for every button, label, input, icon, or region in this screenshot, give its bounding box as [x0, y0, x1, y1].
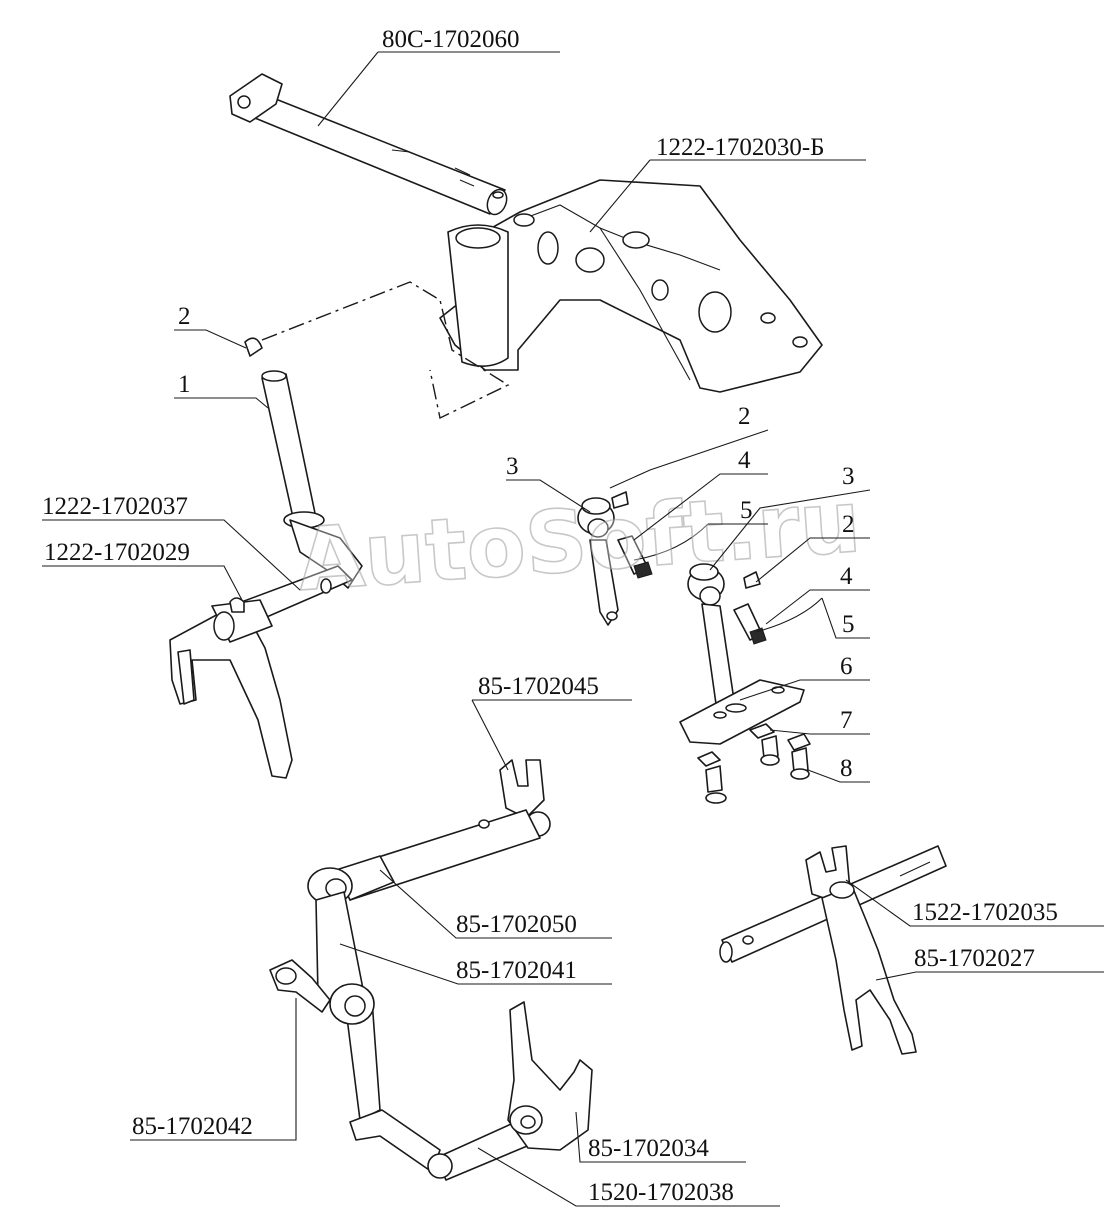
- label-pos-1: 1: [178, 371, 191, 398]
- label-rod-035: 1522-1702035: [912, 899, 1058, 926]
- label-pos-3-b: 3: [842, 463, 855, 490]
- label-pos-2-b: 2: [842, 511, 855, 538]
- label-lever-045: 85-1702045: [478, 673, 599, 700]
- label-pos-2-a: 2: [738, 403, 751, 430]
- label-pos-2-left: 2: [178, 303, 191, 330]
- leader-lines: [42, 51, 1104, 1207]
- label-pos-7: 7: [840, 707, 853, 734]
- right-selector-lever: [679, 563, 823, 804]
- label-housing: 1222-1702030-Б: [656, 134, 825, 161]
- label-fork-029: 1222-1702029: [44, 539, 190, 566]
- lower-right-fork-rod: [719, 845, 947, 1055]
- label-pos-3-a: 3: [506, 453, 519, 480]
- shift-housing: [439, 179, 823, 393]
- label-upper-shaft: 80С-1702060: [382, 26, 520, 53]
- assembly-dash-line: [261, 281, 510, 420]
- label-fork-027: 85-1702027: [914, 945, 1035, 972]
- label-fork-034: 85-1702034: [588, 1135, 709, 1162]
- watermark-text: AutoSoft.ru: [294, 472, 863, 611]
- label-pos-4-b: 4: [840, 563, 853, 590]
- label-pos-5-a: 5: [740, 497, 753, 524]
- callout-labels: 80С-1702060 1222-1702030-Б 2 1 1222-1702…: [42, 26, 1058, 1206]
- label-pos-4-a: 4: [738, 447, 751, 474]
- lower-left-linkage: [269, 759, 593, 1181]
- label-pin-042: 85-1702042: [132, 1113, 253, 1140]
- label-lever-041: 85-1702041: [456, 957, 577, 984]
- label-pos-8: 8: [840, 755, 853, 782]
- label-pos-5-b: 5: [842, 611, 855, 638]
- upper-shift-shaft: [229, 73, 508, 216]
- left-shift-group: [169, 337, 363, 779]
- label-rod-038: 1520-1702038: [588, 1179, 734, 1206]
- label-pos-6: 6: [840, 653, 853, 680]
- middle-selector-lever: [577, 491, 709, 626]
- label-rod-037: 1222-1702037: [42, 493, 188, 520]
- label-shaft-050: 85-1702050: [456, 911, 577, 938]
